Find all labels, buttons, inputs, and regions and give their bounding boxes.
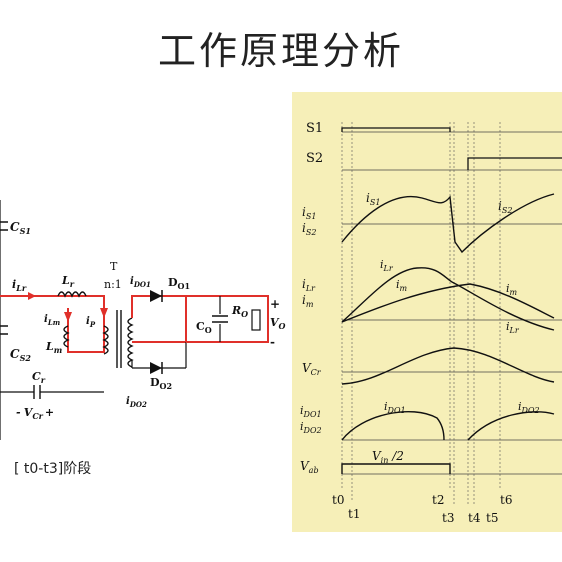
do1-diode	[150, 290, 162, 302]
lr-inductor	[57, 291, 87, 298]
s1-gate-pulse	[341, 127, 451, 132]
ilr-axis-label: iLr	[302, 277, 316, 293]
waveform-background	[292, 92, 562, 532]
lm-inductor	[63, 325, 70, 348]
t5-label: t5	[486, 511, 498, 525]
ilr-curve-label: iLr	[380, 258, 394, 273]
secondary-current-path	[131, 295, 187, 343]
vo-label: VO	[270, 316, 286, 331]
im-curve-label: im	[396, 278, 408, 293]
im-axis-label: im	[302, 293, 314, 309]
ido1-curve-label: iDO1	[384, 400, 406, 415]
turns-ratio-label: n:1	[104, 278, 122, 291]
is1-axis-label: iS1	[302, 205, 316, 221]
cs1-capacitor	[0, 221, 8, 231]
baselines	[342, 131, 562, 475]
secondary-winding	[127, 317, 134, 368]
ro-label: RO	[231, 304, 248, 319]
t3-label: t3	[442, 511, 454, 525]
do2-label: DO2	[150, 376, 172, 391]
waveform-panel: S1 S2 iS1 iS2 iS1 iS2 iLr im iLr im im i…	[292, 92, 562, 532]
ido2-curve	[467, 411, 555, 441]
t0-label: t0	[332, 493, 344, 507]
ilm-label: iLm	[44, 314, 60, 327]
page-title: 工作原理分析	[157, 29, 404, 73]
cr-capacitor	[33, 385, 41, 399]
cs2-label: CS2	[10, 347, 31, 363]
vcr-label: -VCr+	[16, 406, 54, 421]
t4-label: t4	[468, 511, 481, 525]
cs2-capacitor	[0, 325, 8, 335]
s2-gate-pulse	[467, 157, 562, 170]
is1-curve	[341, 195, 456, 243]
ip-arrow	[100, 308, 108, 318]
ido1-curve	[341, 411, 445, 441]
circuit-diagram: CS1 CS2 Cr -VCr+ Lr iLr iLm Lm iP T n:1 …	[0, 200, 286, 440]
is2-curve-label: iS2	[498, 199, 512, 215]
ilr-curve	[341, 267, 555, 331]
stage-caption: [ t0-t3]阶段	[14, 461, 92, 477]
t6-label: t6	[500, 493, 512, 507]
im-curve	[341, 283, 555, 323]
vo-plus: +	[270, 297, 280, 311]
ro-resistor	[251, 309, 261, 331]
ido1-label: iDO1	[130, 276, 151, 289]
co-label: CO	[196, 320, 212, 335]
ip-label: iP	[86, 316, 96, 329]
ilm-arrow	[64, 312, 72, 322]
ilr-label: iLr	[12, 278, 27, 293]
is2-curve	[454, 193, 555, 254]
is2-axis-label: iS2	[302, 221, 316, 237]
t1-label: t1	[348, 507, 360, 521]
ido2-label: iDO2	[126, 396, 147, 409]
ido2-curve-label: iDO2	[518, 400, 540, 415]
im-curve2-label: im	[506, 282, 518, 297]
vin-label: Vin /2	[372, 449, 404, 465]
ilr-curve2-label: iLr	[506, 320, 520, 335]
ido1-axis-label: iDO1	[300, 404, 322, 419]
vab-axis-label: Vab	[300, 459, 319, 475]
vab-pulse	[341, 463, 451, 474]
output-red-path	[186, 295, 269, 343]
vcr-curve	[341, 347, 555, 385]
s1-label: S1	[306, 121, 323, 136]
lr-label: Lr	[61, 274, 75, 289]
resonant-current-path	[0, 295, 105, 353]
vo-minus: -	[270, 335, 275, 349]
is1-curve-label: iS1	[366, 191, 380, 207]
transformer-label: T	[110, 260, 118, 273]
cs1-label: CS1	[10, 220, 31, 236]
ido2-axis-label: iDO2	[300, 420, 322, 435]
lm-label: Lm	[45, 340, 62, 355]
s2-label: S2	[306, 151, 323, 166]
cr-label: Cr	[32, 370, 46, 385]
t2-label: t2	[432, 493, 444, 507]
primary-winding	[102, 325, 109, 355]
do2-diode	[150, 362, 162, 374]
ilr-arrow	[28, 292, 36, 300]
vcr-axis-label: VCr	[302, 361, 322, 377]
do1-label: DO1	[168, 276, 190, 291]
